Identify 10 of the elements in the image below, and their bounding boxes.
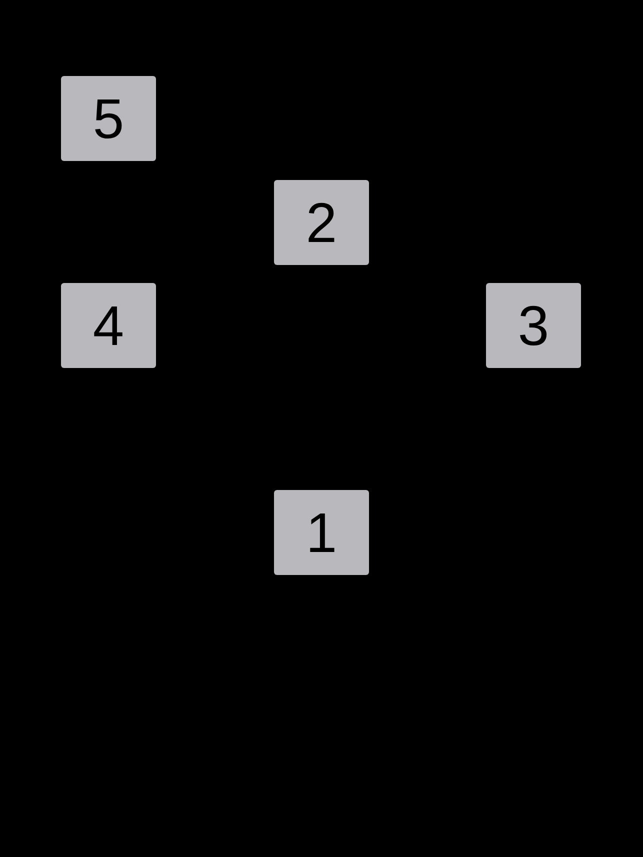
number-label: 1 (306, 504, 338, 560)
number-box (274, 180, 369, 265)
number-label: 4 (92, 298, 124, 354)
number-label: 5 (92, 90, 124, 146)
number-label: 3 (518, 298, 550, 354)
number-box (486, 283, 581, 368)
number-box (61, 76, 156, 161)
number-label: 2 (306, 194, 338, 250)
number-box (61, 283, 156, 368)
number-box (274, 490, 369, 575)
